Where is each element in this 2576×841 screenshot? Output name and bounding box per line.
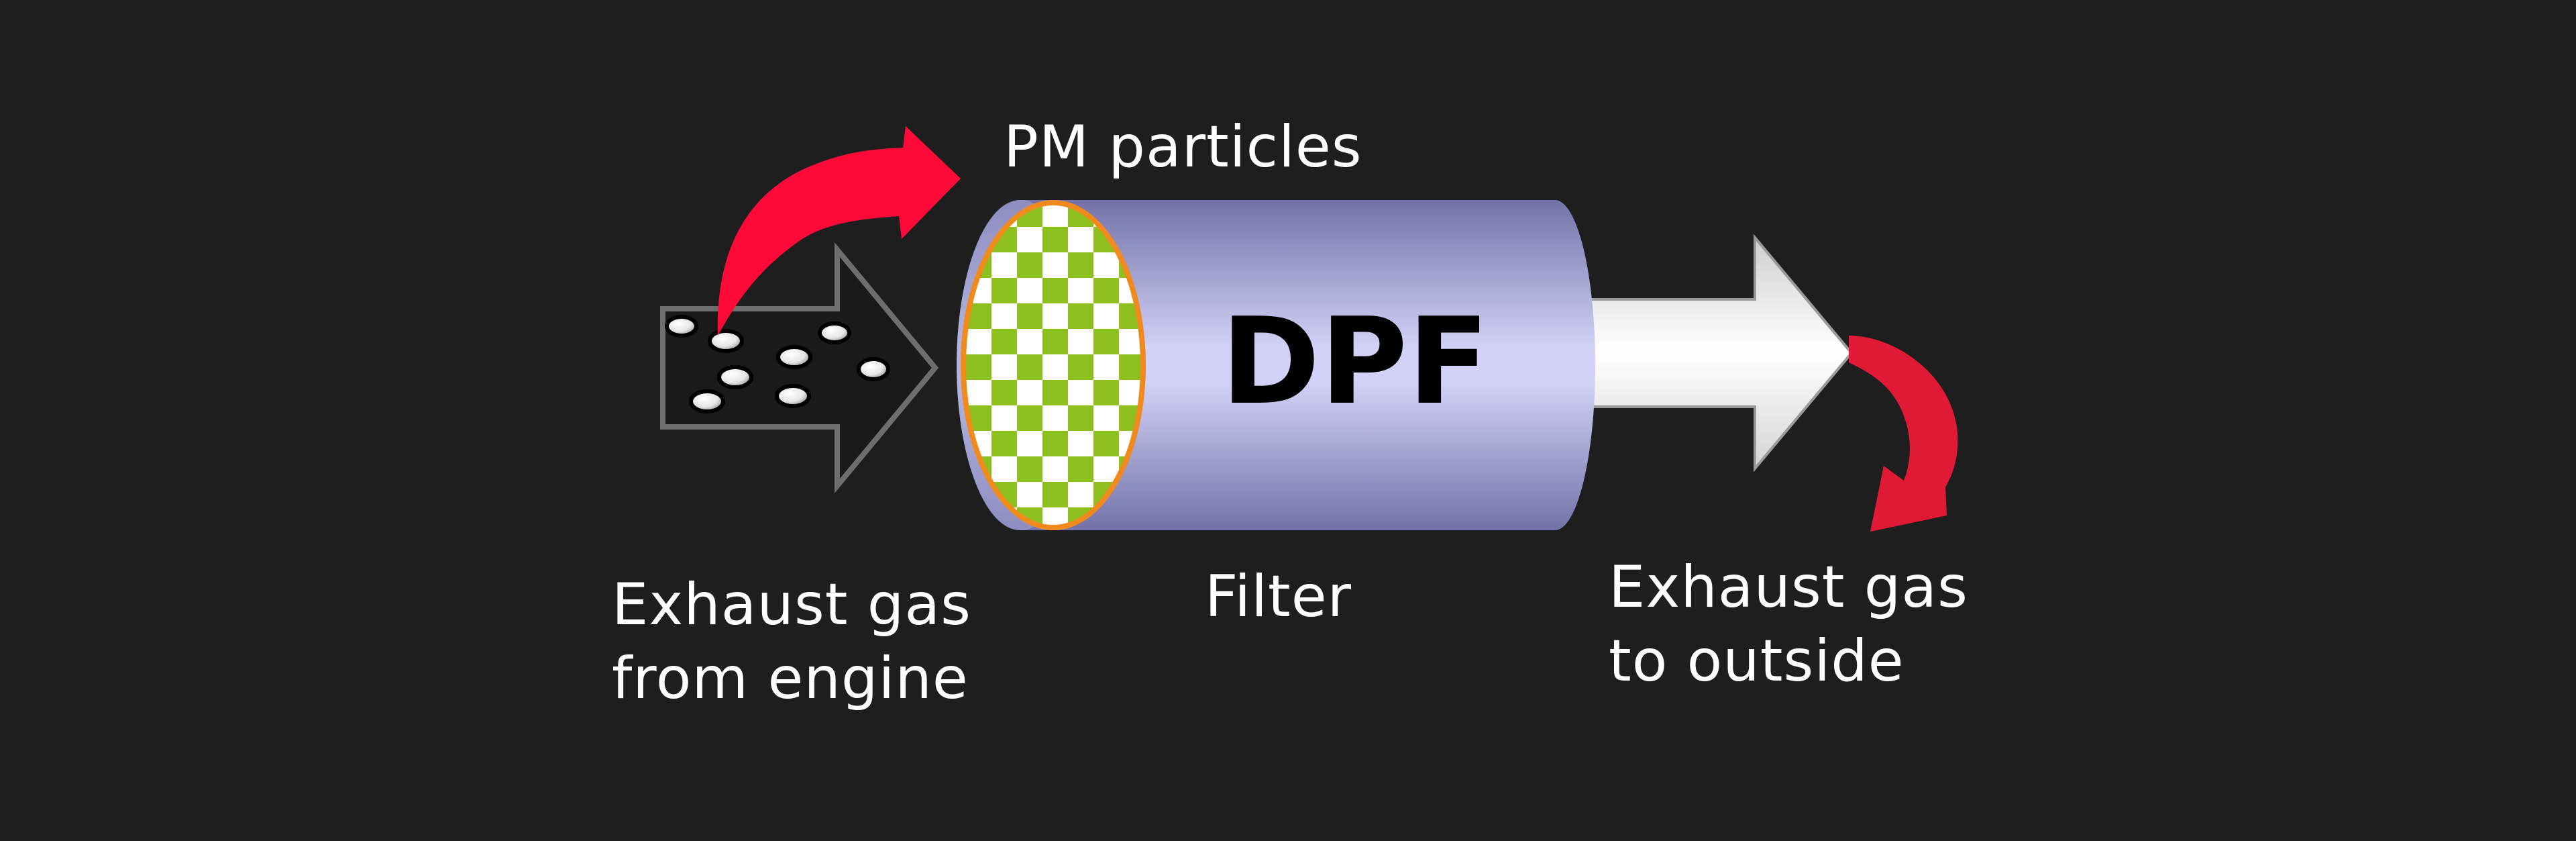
particle-dot-icon — [775, 384, 811, 408]
particle-dot-icon — [708, 329, 744, 353]
label-outlet-line2: to outside — [1609, 628, 1904, 695]
label-inlet-line1: Exhaust gas — [612, 571, 971, 638]
pm-curved-arrow-icon — [717, 126, 961, 336]
filter-cylinder: DPF — [957, 200, 1595, 530]
particle-dot-icon — [857, 357, 890, 381]
label-pm-particles-text: PM particles — [1004, 113, 1362, 181]
particle-dot-icon — [665, 315, 698, 338]
filter-face — [961, 200, 1146, 530]
label-exhaust-from-engine: Exhaust gas from engine — [612, 568, 971, 715]
dpf-label: DPF — [1221, 292, 1489, 431]
outlet-arrow — [1589, 234, 1854, 473]
particle-dot-icon — [689, 389, 725, 413]
particle-dot-icon — [776, 345, 812, 369]
label-filter-text: Filter — [1205, 563, 1352, 630]
label-exhaust-to-outside: Exhaust gas to outside — [1609, 550, 1968, 698]
label-filter: Filter — [1205, 560, 1352, 634]
particle-dot-icon — [717, 365, 753, 389]
label-outlet-line1: Exhaust gas — [1609, 554, 1968, 621]
outlet-curved-arrow-icon — [1849, 336, 1958, 532]
label-inlet-line2: from engine — [612, 645, 969, 712]
particle-dot-icon — [818, 321, 851, 344]
particle-dots — [665, 315, 890, 413]
label-pm-particles: PM particles — [1004, 110, 1362, 184]
